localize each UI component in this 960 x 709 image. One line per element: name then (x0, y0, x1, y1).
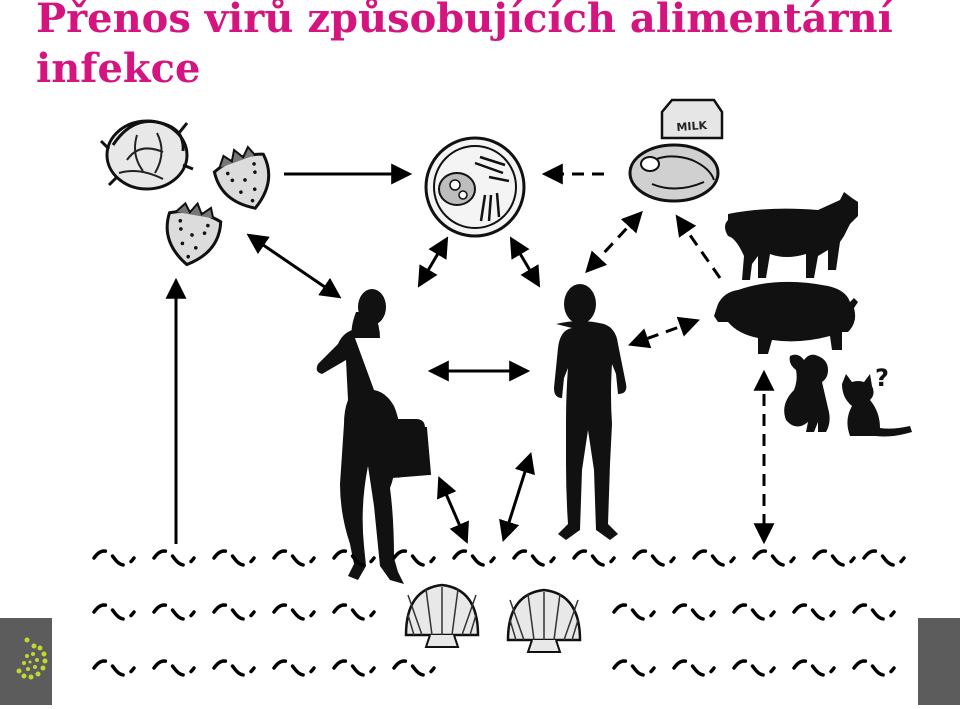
pig-icon (714, 281, 858, 354)
question-mark-label: ? (875, 364, 889, 392)
arrow-animals-to-meat (675, 214, 722, 279)
arrow-plate-woman (417, 236, 449, 288)
cabbage-icon (99, 119, 194, 191)
virus-transmission-diagram: MILK ? (52, 98, 918, 705)
arrow-man-water (499, 451, 535, 543)
arrow-plate-man (509, 236, 541, 288)
woman-silhouette (316, 289, 432, 584)
arrow-produce-woman (246, 233, 342, 299)
dog-and-cat-icon (784, 354, 912, 437)
shellfish-icon (404, 583, 582, 653)
logo-icon (16, 637, 48, 680)
milk-and-meat-icon: MILK (628, 98, 724, 203)
man-silhouette (554, 284, 627, 540)
footer-band-right (916, 618, 960, 705)
strawberries-icon (165, 145, 271, 267)
slide-title: Přenos virů způsobujících alimentární in… (36, 0, 893, 92)
arrow-meat-man (585, 210, 643, 274)
plate-of-food-icon (424, 136, 526, 238)
milk-label: MILK (676, 119, 708, 134)
arrow-pig-man (628, 316, 700, 349)
transmission-arrows (165, 163, 775, 545)
footer-band-left (0, 618, 52, 705)
arrow-woman-water (437, 476, 469, 544)
cow-icon (725, 192, 858, 280)
